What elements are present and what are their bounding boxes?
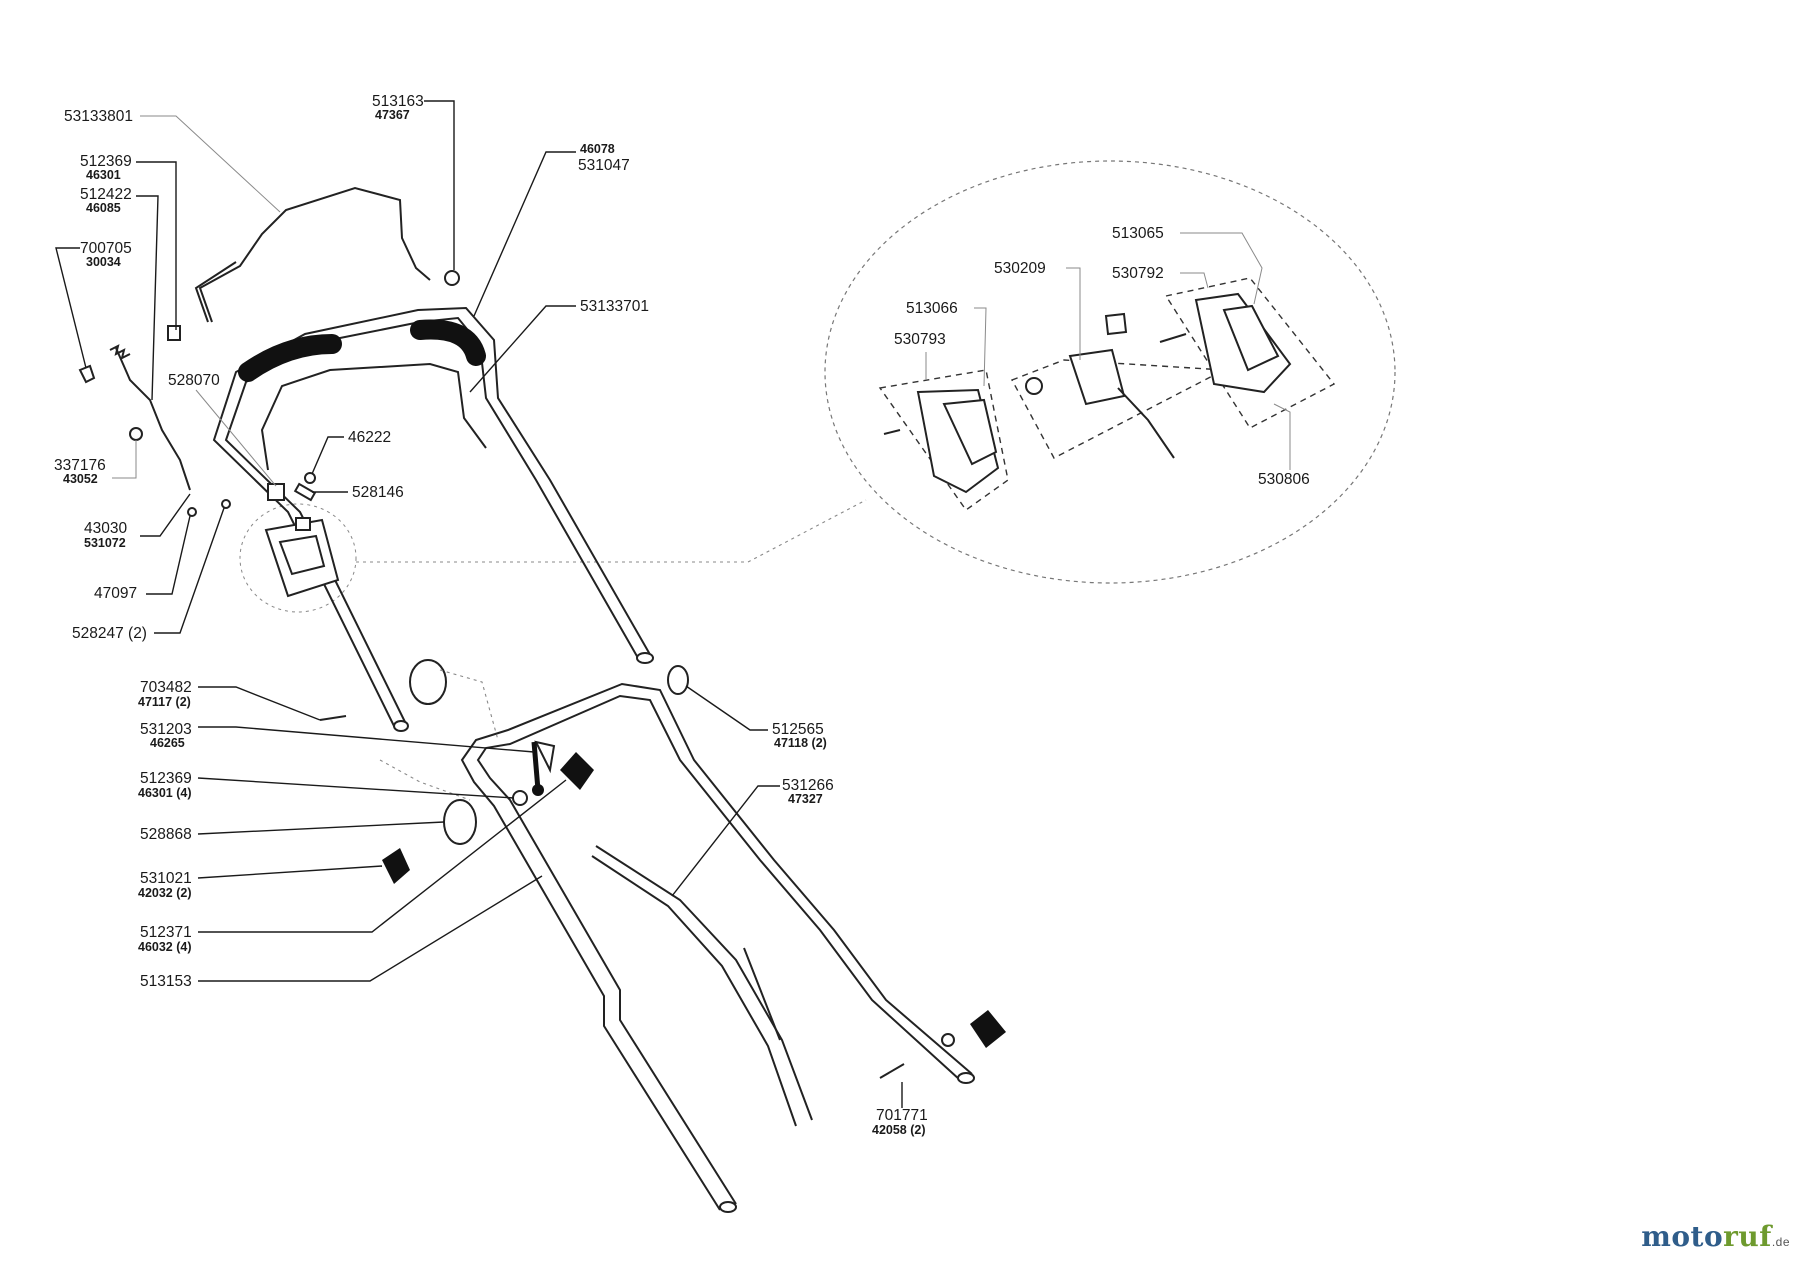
screw-47097 — [187, 507, 197, 517]
label-512371: 512371 — [140, 924, 192, 941]
label-46265: 46265 — [150, 736, 185, 750]
callout-connector — [356, 499, 867, 563]
lower-handle — [460, 682, 975, 1213]
logo-part2: ruf — [1723, 1220, 1772, 1253]
nut-337176 — [129, 427, 143, 441]
label-528247: 528247 (2) — [72, 625, 147, 642]
label-30034: 30034 — [86, 255, 121, 269]
label-513066: 513066 — [906, 300, 958, 317]
label-701771: 701771 — [876, 1107, 928, 1124]
logo-tld: .de — [1771, 1235, 1790, 1249]
knob-531021 — [382, 848, 410, 884]
label-528070: 528070 — [168, 372, 220, 389]
knob-528868-upper — [409, 659, 447, 705]
label-53133701: 53133701 — [580, 298, 649, 315]
control-bracket — [264, 517, 340, 598]
label-513065: 513065 — [1112, 225, 1164, 242]
part-labels: 53133801 513163 47367 46078 531047 51236… — [54, 93, 1310, 1137]
label-528146: 528146 — [352, 484, 404, 501]
label-47097: 47097 — [94, 585, 137, 602]
logo-part1: moto — [1641, 1220, 1724, 1253]
spring-cable — [115, 347, 191, 491]
label-531203: 531203 — [140, 721, 192, 738]
label-530793: 530793 — [894, 331, 946, 348]
label-337176: 337176 — [54, 457, 106, 474]
handle-grips — [238, 319, 486, 382]
clip-512422 — [167, 325, 181, 341]
label-530209: 530209 — [994, 260, 1046, 277]
label-46085: 46085 — [86, 201, 121, 215]
label-47117: 47117 (2) — [138, 695, 191, 709]
knob-528868 — [443, 799, 477, 845]
plate-528070 — [267, 483, 285, 501]
label-531072: 531072 — [84, 536, 126, 550]
label-47327: 47327 — [788, 792, 823, 806]
label-528868: 528868 — [140, 826, 192, 843]
washer-512369 — [512, 790, 528, 806]
label-703482: 703482 — [140, 679, 192, 696]
label-531266: 531266 — [782, 777, 834, 794]
upper-cable — [198, 186, 431, 323]
label-700705: 700705 — [80, 240, 132, 257]
label-531021: 531021 — [140, 870, 192, 887]
washer-528247 — [221, 499, 231, 509]
nut-46222 — [304, 472, 316, 484]
label-513163: 513163 — [372, 93, 424, 110]
label-530806: 530806 — [1258, 471, 1310, 488]
label-46301-top: 46301 — [86, 168, 121, 182]
spacer-701771 — [941, 1033, 955, 1047]
label-42032: 42032 (2) — [138, 886, 192, 900]
label-531047: 531047 — [578, 157, 630, 174]
detail-source-ellipse — [239, 503, 357, 613]
knob-531203 — [531, 740, 556, 796]
label-46032: 46032 (4) — [138, 940, 192, 954]
washer-513163 — [444, 270, 460, 286]
label-42058: 42058 (2) — [872, 1123, 926, 1137]
spacer-512565 — [667, 665, 689, 695]
detail-callout-ellipse — [824, 160, 1396, 584]
label-46222: 46222 — [348, 429, 391, 446]
label-46301-lower: 46301 (4) — [138, 786, 192, 800]
label-47367: 47367 — [375, 108, 410, 122]
screw-703482 — [319, 715, 347, 721]
label-47118: 47118 (2) — [774, 736, 827, 750]
label-530792: 530792 — [1112, 265, 1164, 282]
bail-bar — [260, 362, 487, 471]
label-512422: 512422 — [80, 186, 132, 203]
label-43052: 43052 — [63, 472, 98, 486]
detail-assembly — [878, 277, 1336, 511]
spring-528146 — [293, 482, 317, 502]
label-46078: 46078 — [580, 142, 615, 156]
screw-701771 — [879, 1063, 905, 1079]
label-53133801: 53133801 — [64, 108, 133, 125]
label-513153: 513153 — [140, 973, 192, 990]
label-512565: 512565 — [772, 721, 824, 738]
knob-531021-upper — [560, 752, 594, 790]
lower-rail-531266 — [595, 845, 813, 1121]
label-43030: 43030 — [84, 520, 127, 537]
label-512369-lower: 512369 — [140, 770, 192, 787]
knob-531021-right — [970, 1010, 1006, 1048]
motoruf-logo: motoruf.de — [1641, 1220, 1790, 1253]
label-512369-top: 512369 — [80, 153, 132, 170]
screw-700705 — [78, 364, 96, 384]
